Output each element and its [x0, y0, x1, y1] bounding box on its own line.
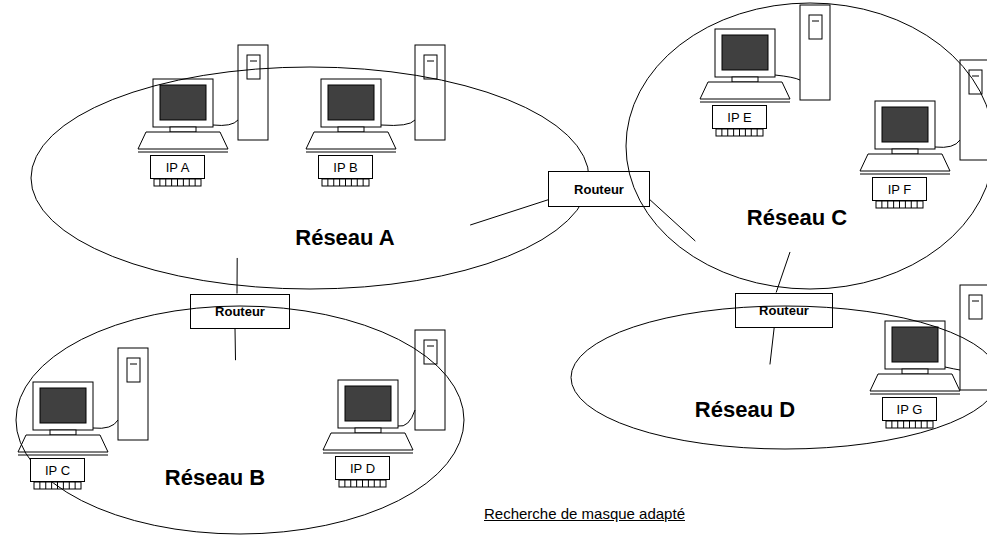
network-ellipse: Réseau B IP C IP D: [15, 305, 465, 535]
computer-figure: [323, 330, 445, 487]
network-ellipse: Réseau C IP E IP F: [625, 2, 987, 290]
network-name: Réseau D: [695, 397, 795, 423]
network-link: [235, 329, 237, 361]
network-name: Réseau B: [165, 465, 265, 491]
ellipse-outline: [30, 66, 590, 290]
network-ellipse: Réseau D IP G: [570, 305, 987, 450]
router-box: Routeur: [735, 293, 833, 328]
host-label-box: IP B: [318, 155, 373, 179]
host-ip-label: IP C: [45, 463, 70, 478]
network-link: [650, 200, 695, 241]
computer-figure: [860, 60, 987, 208]
host-ip-label: IP B: [333, 160, 357, 175]
host-label-box: IP D: [335, 456, 390, 480]
network-ellipse: Réseau A IP A IP B: [30, 66, 590, 290]
network-name: Réseau C: [747, 205, 847, 231]
computer-figure: [700, 5, 830, 136]
router-label: Routeur: [574, 182, 624, 197]
network-name: Réseau A: [295, 225, 394, 251]
host-ip-label: IP G: [897, 402, 923, 417]
host-ip-label: IP A: [166, 160, 190, 175]
network-link: [770, 328, 774, 365]
ellipse-outline: [570, 305, 987, 450]
network-link: [470, 200, 548, 225]
router-label: Routeur: [759, 303, 809, 318]
computer-figure: [18, 348, 148, 489]
figure-caption: Recherche de masque adapté: [484, 505, 685, 522]
computer-figure: [306, 45, 445, 186]
host-label-box: IP F: [872, 177, 927, 201]
computer-figure: [870, 285, 987, 428]
host-label-box: IP G: [882, 397, 937, 421]
host-label-box: IP C: [30, 458, 85, 482]
computer-figure: [138, 45, 268, 186]
router-box: Routeur: [190, 294, 290, 329]
host-label-box: IP E: [712, 105, 767, 129]
host-ip-label: IP F: [888, 182, 912, 197]
ellipse-outline: [15, 305, 465, 535]
host-label-box: IP A: [150, 155, 205, 179]
host-ip-label: IP D: [350, 461, 375, 476]
ellipse-outline: [625, 2, 987, 290]
network-link: [237, 258, 238, 294]
host-ip-label: IP E: [727, 110, 751, 125]
